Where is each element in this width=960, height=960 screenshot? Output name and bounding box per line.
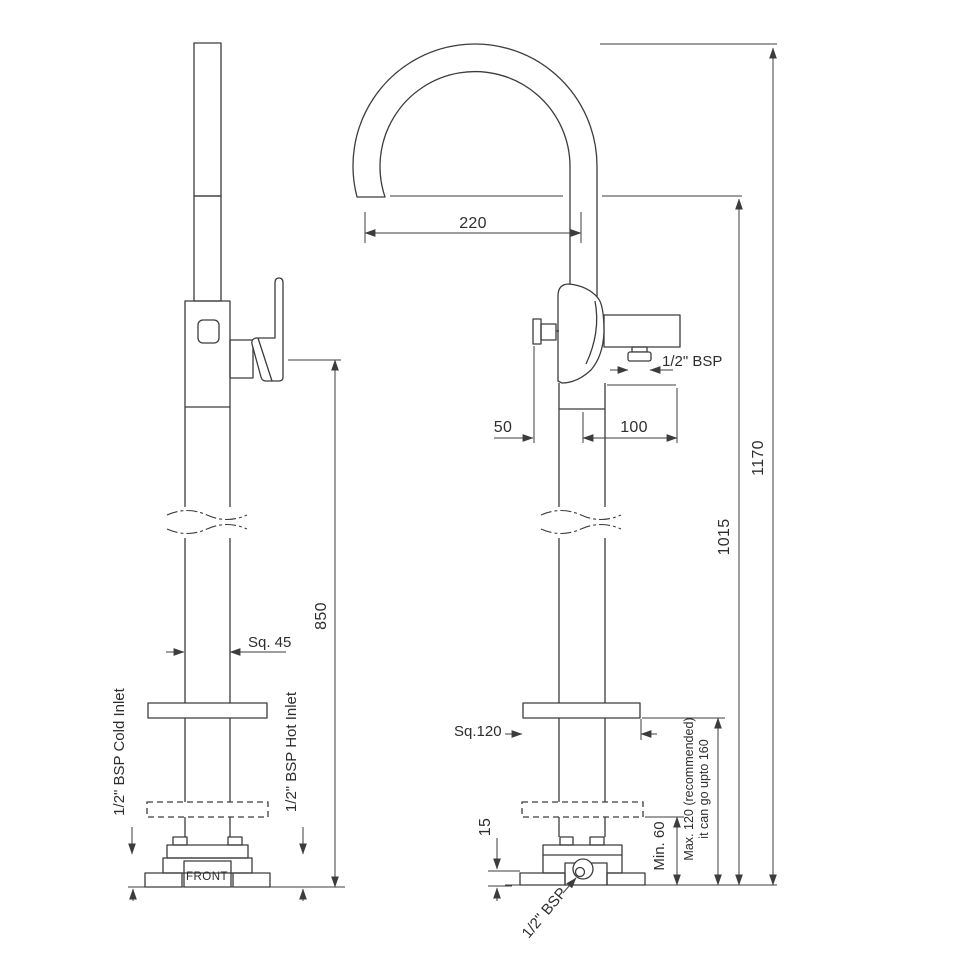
dim-sq120: Sq.120 [454, 723, 502, 740]
front-base-plate-right [606, 872, 646, 886]
side-view: FRONT [128, 42, 345, 888]
aerator-neck [631, 346, 648, 353]
side-handle-lever-edge [257, 337, 273, 382]
front-base-plate-left [519, 872, 566, 886]
dim-1170: 1170 [750, 440, 767, 476]
front-base-tab [589, 836, 605, 846]
dim-50: 50 [494, 419, 512, 436]
side-view-dimensions: 850 Sq. 45 1/2" BSP Cold Inlet 1/2" BSP … [111, 359, 341, 901]
break-line [540, 509, 622, 521]
spout-outlet-body [603, 314, 681, 348]
dim-100: 100 [620, 419, 648, 436]
dim-15: 15 [477, 818, 494, 836]
side-handle-boss [229, 339, 254, 379]
handle-knob-stem [540, 323, 557, 341]
gooseneck-spout [352, 43, 598, 303]
base-bsp-label: 1/2" BSP [519, 885, 571, 942]
outlet-bsp-label: 1/2" BSP [662, 353, 722, 370]
front-label: FRONT [186, 871, 228, 883]
break-line [166, 509, 248, 521]
side-handle-lever [251, 277, 284, 382]
front-cover-flange [522, 702, 641, 719]
front-view [352, 43, 777, 886]
cold-inlet-label: 1/2" BSP Cold Inlet [111, 687, 128, 815]
side-base-body [162, 857, 253, 874]
break-line [540, 523, 622, 535]
dim-min60: Min. 60 [651, 821, 668, 870]
dim-1015: 1015 [716, 519, 733, 556]
dim-max120-line2: it can go upto 160 [697, 739, 711, 838]
side-cover-flange [147, 702, 268, 719]
base-inlet-port-inner [574, 866, 586, 878]
aerator [627, 351, 652, 362]
side-riser-tube-lower [193, 195, 222, 302]
dim-850: 850 [313, 602, 330, 630]
front-flange-lowered-position [521, 801, 644, 818]
side-riser-tube-upper [193, 42, 222, 197]
hot-inlet-label: 1/2" BSP Hot Inlet [283, 691, 300, 812]
front-handle-lever-edge [585, 300, 598, 365]
dim-sq45: Sq. 45 [248, 634, 291, 651]
side-base-tab [172, 836, 188, 846]
side-mixer-body [184, 300, 231, 408]
side-base-plate-right [232, 872, 271, 888]
side-base-plate-left [144, 872, 183, 888]
handle-knob-cap [532, 318, 542, 345]
break-line [166, 523, 248, 535]
front-handle-lever [557, 283, 605, 384]
dim-max120-line1: Max. 120 (recommended) [682, 717, 696, 860]
base-bsp-leader [562, 877, 577, 894]
dim-220: 220 [459, 215, 487, 232]
side-body-plate [197, 319, 220, 344]
side-base-tab [227, 836, 243, 846]
front-base-tab [559, 836, 574, 846]
side-base-step [166, 844, 249, 859]
side-flange-lowered-position [146, 801, 269, 818]
